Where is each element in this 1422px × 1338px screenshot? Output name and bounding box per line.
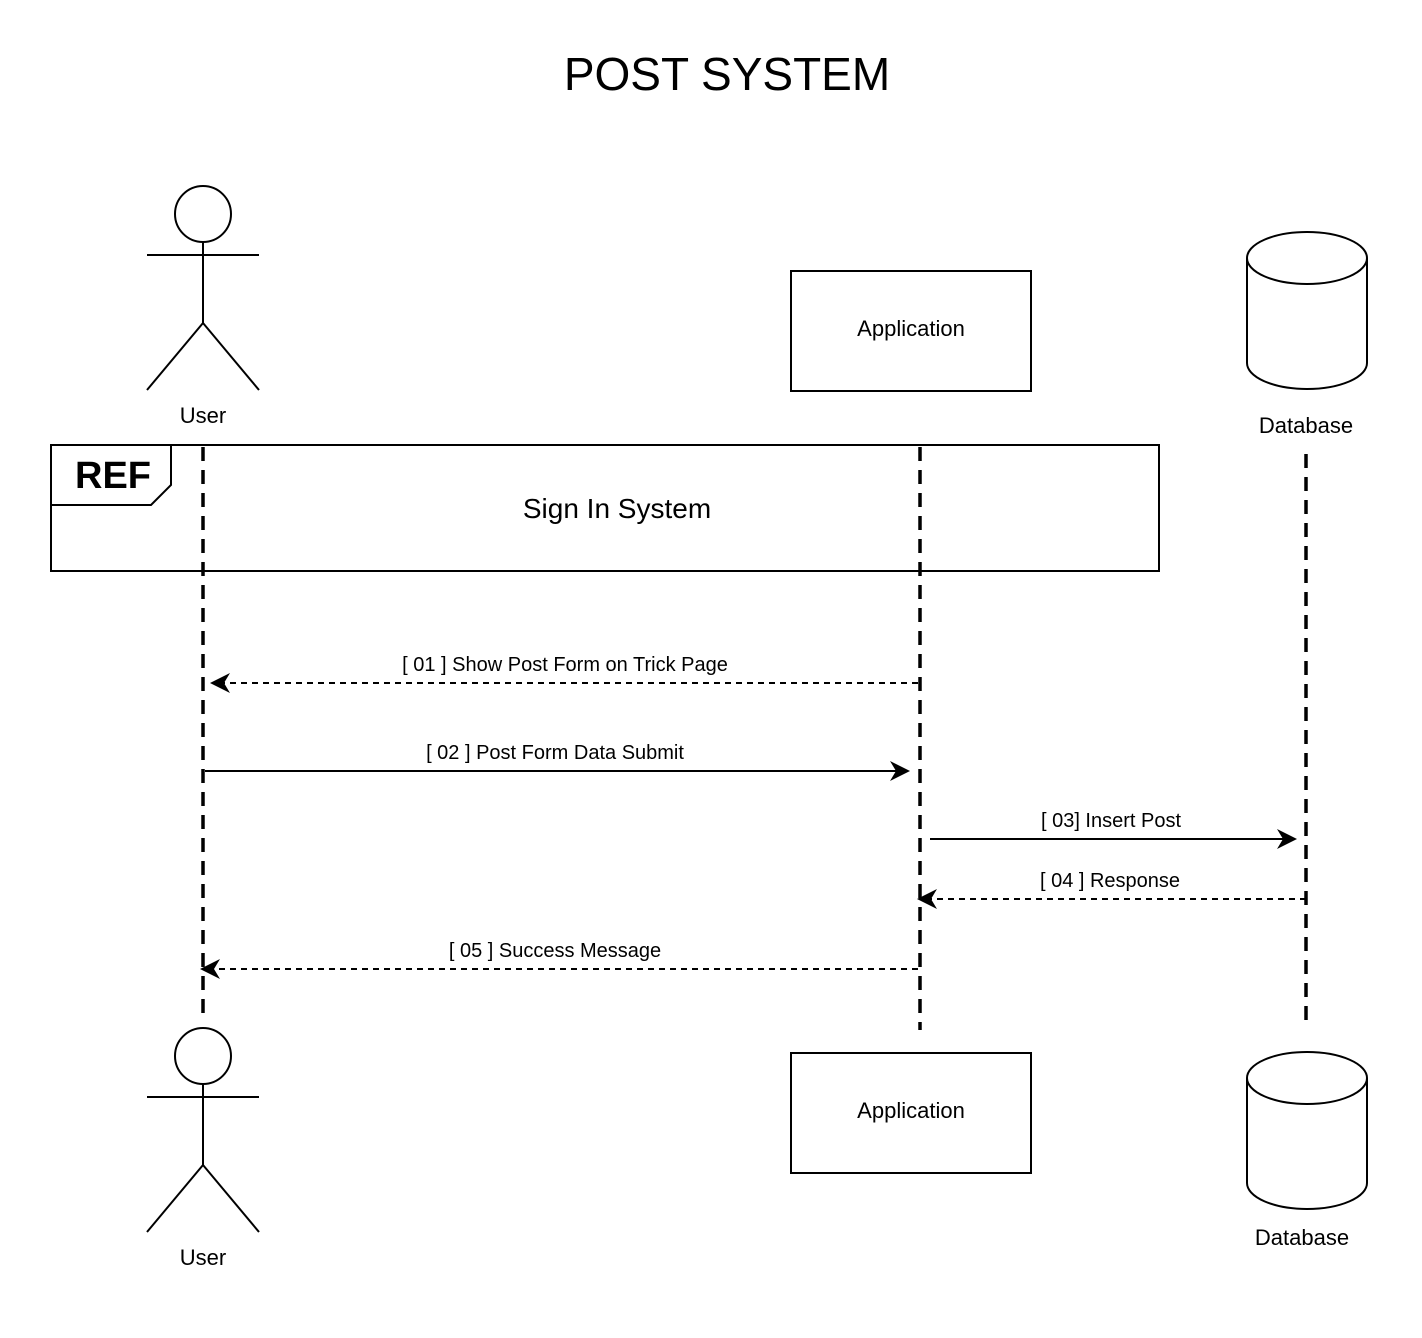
application-label-top: Application	[857, 316, 965, 341]
diagram-title: POST SYSTEM	[564, 48, 890, 100]
user-label-top: User	[180, 403, 226, 428]
application-label-bottom: Application	[857, 1098, 965, 1123]
application-box-bottom	[790, 1052, 1032, 1174]
message-03-label: [ 03] Insert Post	[1041, 810, 1182, 832]
message-01-label: [ 01 ] Show Post Form on Trick Page	[402, 654, 728, 676]
database-icon-bottom	[1246, 1051, 1368, 1210]
user-actor-bottom	[146, 1027, 260, 1233]
message-05-label: [ 05 ] Success Message	[449, 940, 661, 962]
user-label-bottom: User	[180, 1245, 226, 1270]
database-label-bottom: Database	[1255, 1225, 1349, 1250]
ref-fragment	[50, 444, 1160, 572]
ref-fragment-name: Sign In System	[523, 493, 711, 524]
message-04-label: [ 04 ] Response	[1040, 870, 1180, 892]
database-label-top: Database	[1259, 413, 1353, 438]
message-02-label: [ 02 ] Post Form Data Submit	[426, 742, 684, 764]
user-actor-top	[146, 185, 260, 391]
database-icon-top	[1246, 231, 1368, 390]
ref-tag: REF	[75, 455, 151, 497]
application-box-top	[790, 270, 1032, 392]
